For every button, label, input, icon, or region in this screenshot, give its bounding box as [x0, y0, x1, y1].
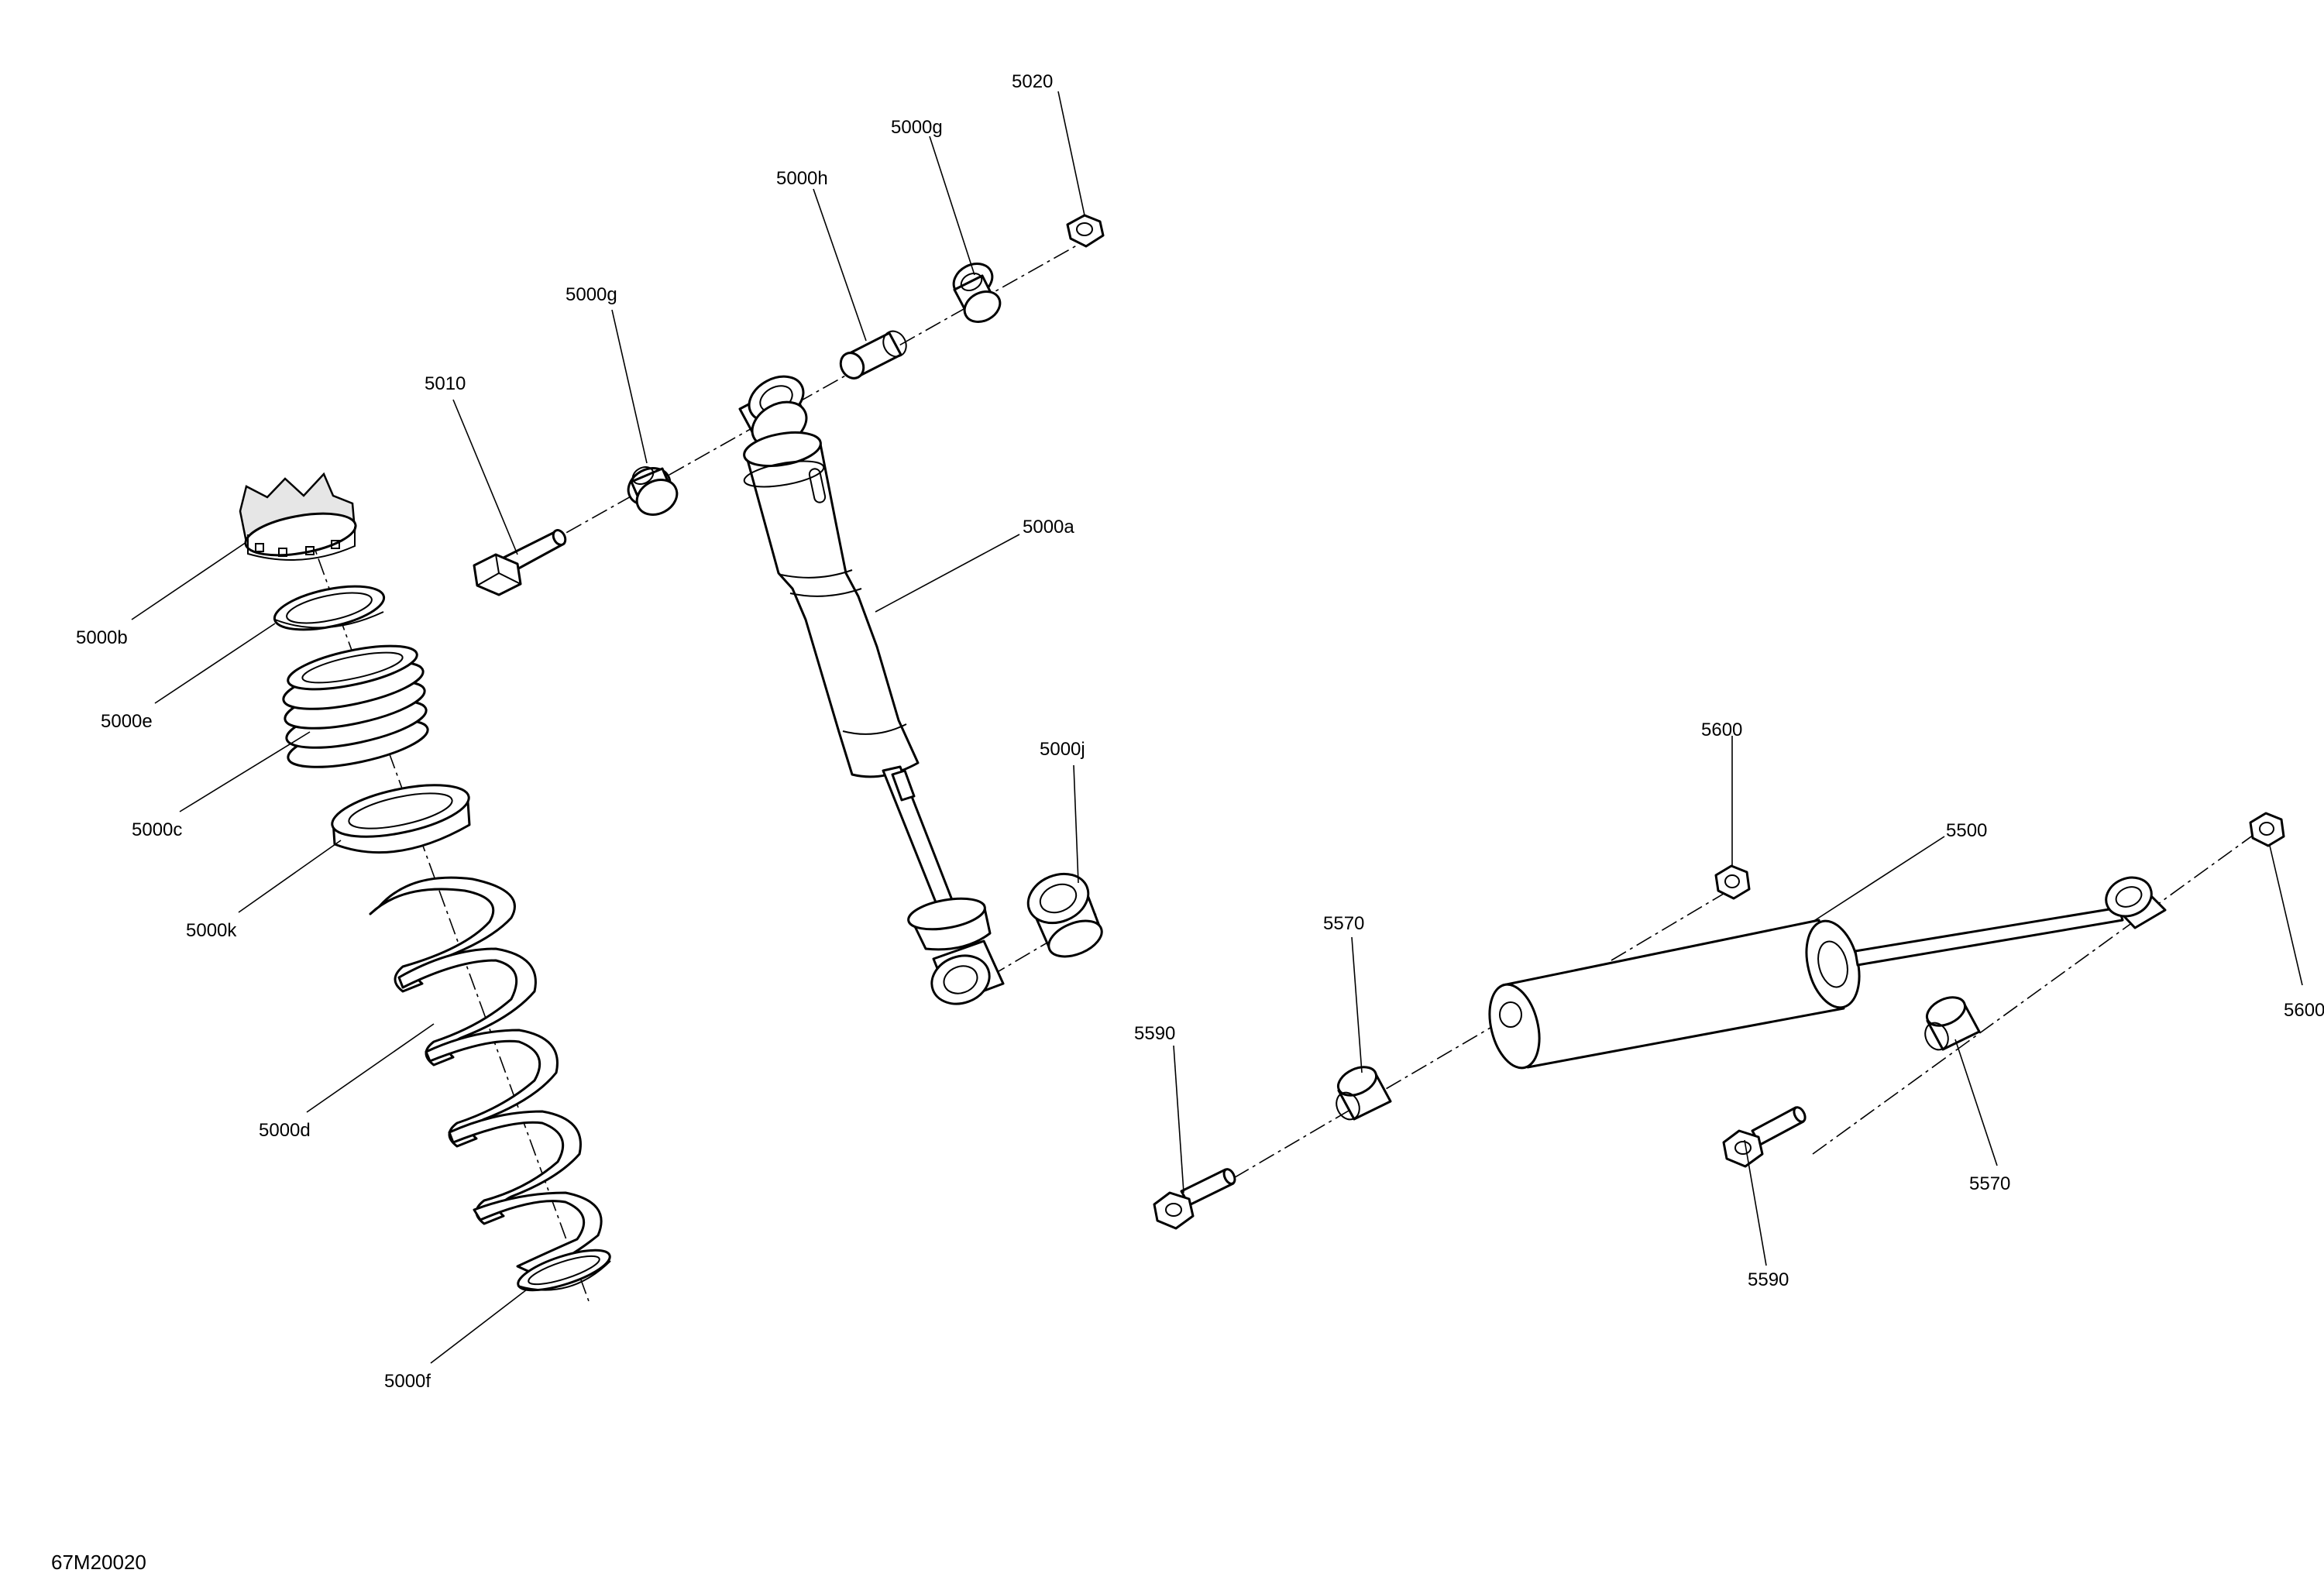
axis-damper-right — [1812, 828, 2263, 1155]
spring-cap-5000b — [239, 472, 357, 561]
leader-lines — [131, 91, 2303, 1364]
axis-spring-stack — [297, 503, 590, 1302]
label-5000j: 5000j — [1040, 739, 1085, 760]
bushing-5000g-upper — [952, 263, 1002, 323]
label-5570-right: 5570 — [1969, 1173, 2010, 1194]
label-5600-right: 5600 — [2284, 1000, 2324, 1021]
label-5500: 5500 — [1946, 820, 1987, 841]
label-5000g-lower: 5000g — [566, 284, 617, 305]
spring-upper-5000c — [282, 644, 429, 768]
label-5000d: 5000d — [259, 1120, 311, 1141]
bolt-5590-left — [1153, 1168, 1236, 1230]
bushing-5000j — [1026, 872, 1103, 958]
axis-damper-top — [1611, 886, 1736, 961]
spacer-5570-left — [1336, 1066, 1392, 1121]
label-5000e: 5000e — [101, 711, 153, 732]
nut-5020 — [1066, 214, 1105, 248]
label-5590-left: 5590 — [1134, 1023, 1175, 1044]
label-5570-left: 5570 — [1323, 913, 1364, 934]
damper-body — [1501, 919, 1845, 1069]
label-5020: 5020 — [1012, 71, 1053, 92]
nut-5600-top — [1714, 864, 1751, 900]
label-5000g-upper: 5000g — [891, 117, 943, 138]
bushing-5000g-lower — [627, 465, 679, 516]
spring-spacer-5000k — [331, 784, 471, 854]
retainer-5000f — [517, 1249, 611, 1292]
shock-absorber — [738, 375, 1005, 1005]
washer-5000e — [273, 585, 386, 631]
shock-bottom-eye — [930, 939, 1005, 1005]
axis-upper-mount — [514, 232, 1101, 562]
label-5000c: 5000c — [132, 819, 182, 840]
label-5000a: 5000a — [1023, 517, 1074, 538]
label-5600-top: 5600 — [1701, 720, 1742, 740]
label-5590-right: 5590 — [1748, 1269, 1789, 1290]
label-5000f: 5000f — [384, 1371, 431, 1392]
damper-rod — [1854, 906, 2124, 967]
bolt-5590-right — [1722, 1106, 1807, 1168]
label-5000k: 5000k — [186, 920, 237, 941]
shock-rod — [882, 765, 961, 923]
shock-bottom-cup — [907, 897, 992, 951]
steering-damper — [1488, 876, 2167, 1070]
label-5010: 5010 — [425, 373, 466, 394]
diagram-code: 67M20020 — [51, 1551, 146, 1574]
label-5000h: 5000h — [776, 168, 828, 189]
spacer-5000h — [839, 330, 907, 380]
shock-body — [744, 438, 920, 778]
spacer-5570-right — [1924, 996, 1981, 1051]
main-spring-5000d — [369, 876, 603, 1276]
bolt-5010 — [473, 529, 567, 596]
nut-5600-right — [2249, 812, 2285, 847]
label-5000b: 5000b — [76, 627, 128, 648]
